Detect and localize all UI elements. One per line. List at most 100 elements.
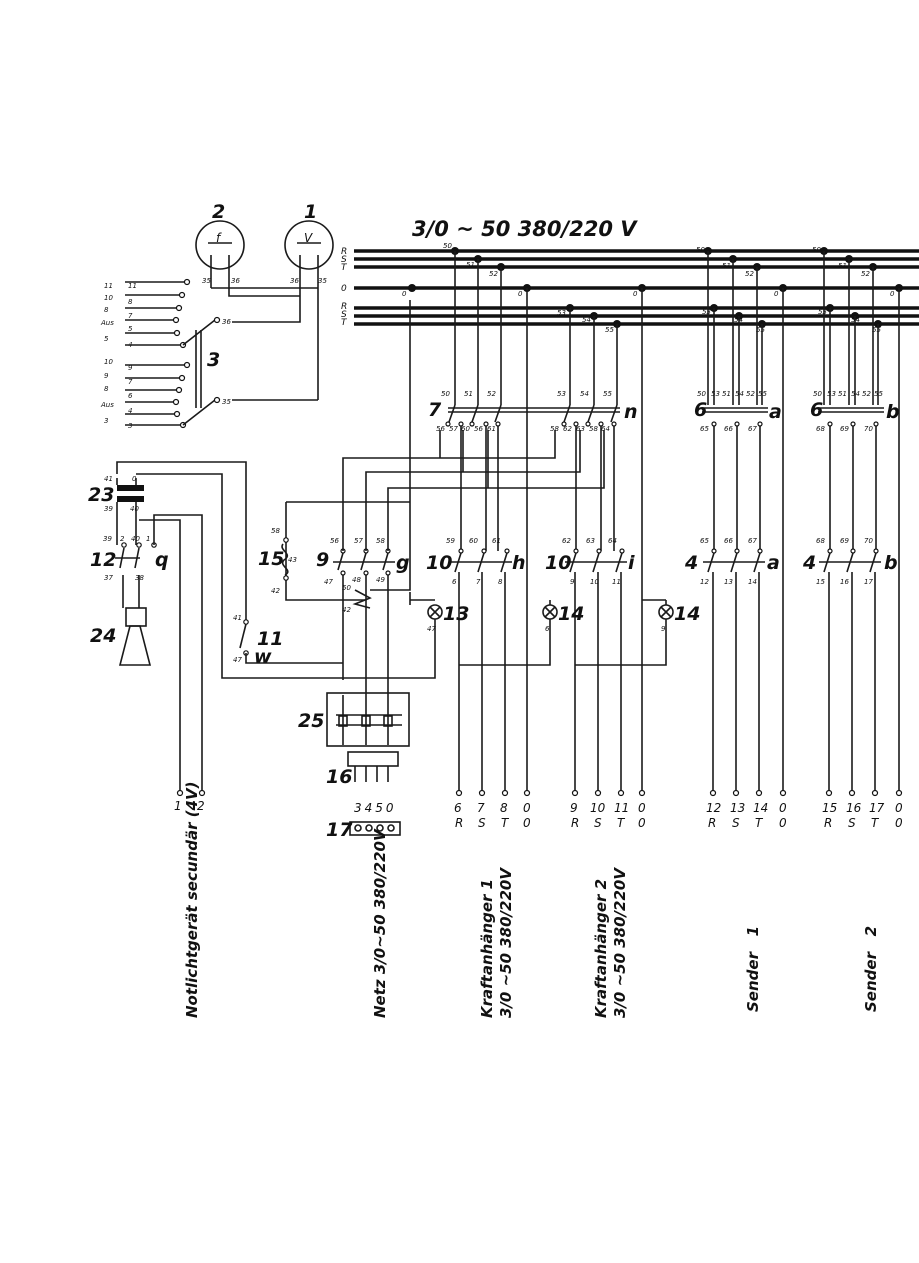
svg-text:50: 50 — [441, 390, 450, 398]
svg-text:54: 54 — [580, 390, 589, 398]
socket-17: 17 — [326, 819, 401, 841]
svg-text:66: 66 — [724, 425, 733, 433]
supply-title: 3/0 ~ 50 380/220 V — [412, 217, 638, 241]
svg-text:69: 69 — [840, 425, 849, 433]
svg-text:42: 42 — [342, 606, 351, 614]
svg-text:70: 70 — [864, 537, 873, 545]
bus-labels: R S T 0 R S T — [341, 247, 348, 328]
svg-text:5: 5 — [104, 335, 109, 343]
block-6b-number: 6 — [810, 399, 823, 421]
svg-text:T: T — [755, 816, 764, 830]
notlicht-label: Notlichtgerät secundär (4V) — [183, 782, 201, 1018]
svg-text:11: 11 — [612, 578, 621, 586]
svg-text:Aus: Aus — [100, 319, 114, 327]
svg-text:53: 53 — [702, 308, 711, 316]
svg-text:10: 10 — [104, 294, 113, 302]
bus-label-t2: T — [341, 318, 348, 328]
svg-text:17: 17 — [864, 578, 873, 586]
svg-text:58: 58 — [589, 425, 598, 433]
lamp-13-number: 13 — [443, 603, 469, 625]
lamp-14b: 14 9 — [575, 599, 700, 666]
svg-text:68: 68 — [816, 537, 825, 545]
svg-text:67: 67 — [748, 425, 757, 433]
svg-text:51: 51 — [464, 390, 473, 398]
svg-text:35: 35 — [222, 398, 231, 406]
svg-text:S: S — [478, 816, 486, 830]
svg-text:69: 69 — [840, 537, 849, 545]
frequency-meter-number: 2 — [212, 201, 225, 223]
svg-text:7: 7 — [476, 578, 481, 586]
svg-text:40: 40 — [130, 505, 139, 513]
svg-text:52: 52 — [745, 270, 754, 278]
svg-text:64: 64 — [601, 425, 610, 433]
svg-text:70: 70 — [864, 425, 873, 433]
svg-text:0: 0 — [895, 801, 903, 815]
bus-label-t1: T — [341, 263, 348, 273]
svg-text:0: 0 — [895, 816, 903, 830]
svg-text:53: 53 — [827, 390, 836, 398]
svg-text:8: 8 — [500, 801, 508, 815]
svg-text:51: 51 — [838, 390, 847, 398]
switch-10i-number: 10 — [545, 552, 571, 574]
switch-10i-letter: i — [628, 552, 635, 574]
svg-text:53: 53 — [557, 390, 566, 398]
svg-text:51: 51 — [722, 262, 731, 270]
svg-text:49: 49 — [376, 576, 385, 584]
svg-text:42: 42 — [271, 587, 280, 595]
svg-text:9: 9 — [128, 364, 133, 372]
svg-text:39: 39 — [103, 535, 112, 543]
svg-text:5: 5 — [128, 325, 133, 333]
svg-text:6: 6 — [128, 392, 133, 400]
svg-text:36: 36 — [231, 277, 240, 285]
svg-text:6: 6 — [452, 578, 457, 586]
switch-11-number: 11 — [257, 628, 283, 650]
switch-12-number: 12 — [90, 549, 116, 571]
plug-16-number: 16 — [326, 766, 352, 788]
svg-text:58: 58 — [271, 527, 280, 535]
svg-text:55: 55 — [603, 390, 612, 398]
svg-text:50: 50 — [342, 584, 351, 592]
svg-text:41: 41 — [233, 614, 242, 622]
svg-text:10: 10 — [590, 578, 599, 586]
switch-9-number: 9 — [316, 549, 329, 571]
svg-text:54: 54 — [735, 390, 744, 398]
kraft2-label-line1: Kraftanhänger 2 — [592, 879, 610, 1018]
svg-text:S: S — [732, 816, 740, 830]
svg-text:0: 0 — [633, 290, 638, 298]
svg-text:58: 58 — [550, 425, 559, 433]
svg-text:47: 47 — [324, 578, 333, 586]
svg-text:15: 15 — [822, 801, 837, 815]
svg-text:66: 66 — [724, 537, 733, 545]
block-6a-number: 6 — [694, 399, 707, 421]
bus-label-s2: S — [341, 310, 347, 320]
svg-text:52: 52 — [861, 270, 870, 278]
bus-label-s1: S — [341, 255, 347, 265]
svg-text:R: R — [455, 816, 463, 830]
svg-text:1: 1 — [174, 799, 182, 813]
svg-text:62: 62 — [563, 425, 572, 433]
svg-text:39: 39 — [104, 505, 113, 513]
lamp-14a-number: 14 — [558, 603, 584, 625]
svg-text:41: 41 — [104, 475, 113, 483]
svg-text:56: 56 — [436, 425, 445, 433]
lamp-14b-number: 14 — [674, 603, 700, 625]
svg-text:13: 13 — [724, 578, 733, 586]
svg-text:60: 60 — [469, 537, 478, 545]
switch-9-letter: g — [396, 552, 410, 574]
kraft2-label-line2: 3/0 ~50 380/220V — [611, 867, 629, 1018]
svg-text:11: 11 — [104, 282, 113, 290]
svg-text:8: 8 — [498, 578, 503, 586]
svg-text:0: 0 — [523, 816, 531, 830]
svg-text:59: 59 — [446, 537, 455, 545]
contactor-25-number: 25 — [298, 710, 324, 732]
svg-text:61: 61 — [487, 425, 496, 433]
svg-text:50: 50 — [697, 390, 706, 398]
svg-text:8: 8 — [128, 298, 133, 306]
